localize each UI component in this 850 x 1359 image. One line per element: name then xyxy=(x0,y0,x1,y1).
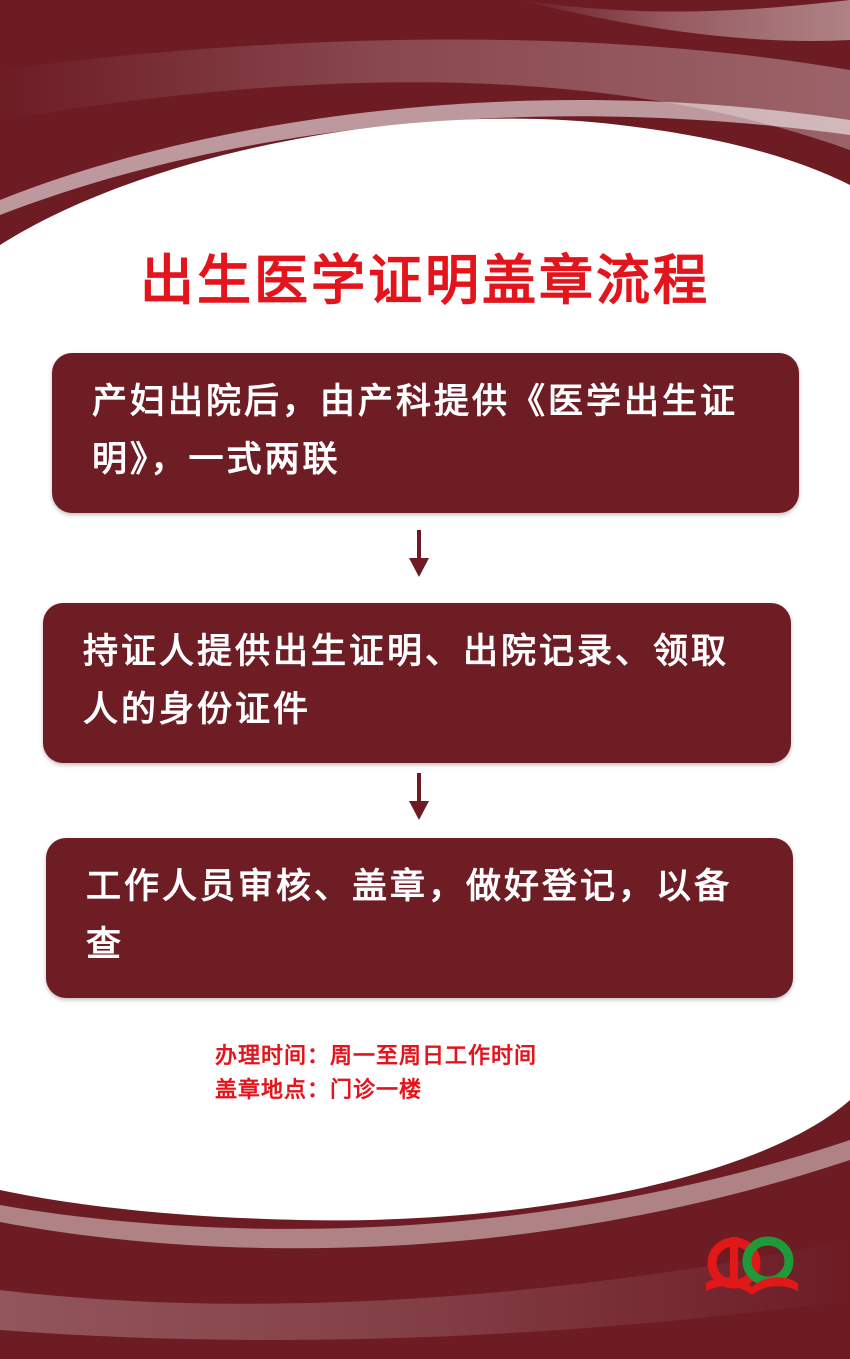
arrow-down-icon xyxy=(409,530,429,577)
office-hours: 办理时间：周一至周日工作时间 xyxy=(215,1044,538,1069)
page-title: 出生医学证明盖章流程 xyxy=(140,249,710,312)
hospital-logo-icon xyxy=(706,1236,798,1295)
step-3-text: 工作人员审核、盖章，做好登记，以备查 xyxy=(86,867,733,965)
stamp-location: 盖章地点：门诊一楼 xyxy=(215,1078,423,1103)
step-box-3: 工作人员审核、盖章，做好登记，以备查 xyxy=(46,838,793,998)
step-box-1: 产妇出院后，由产科提供《医学出生证明》，一式两联 xyxy=(52,353,799,513)
arrow-down-icon xyxy=(409,773,429,820)
step-2-text: 持证人提供出生证明、出院记录、领取人的身份证件 xyxy=(83,632,730,730)
step-box-2: 持证人提供出生证明、出院记录、领取人的身份证件 xyxy=(43,603,791,763)
info-block: 办理时间：周一至周日工作时间 盖章地点：门诊一楼 xyxy=(215,1040,537,1108)
step-1-text: 产妇出院后，由产科提供《医学出生证明》，一式两联 xyxy=(92,382,739,480)
